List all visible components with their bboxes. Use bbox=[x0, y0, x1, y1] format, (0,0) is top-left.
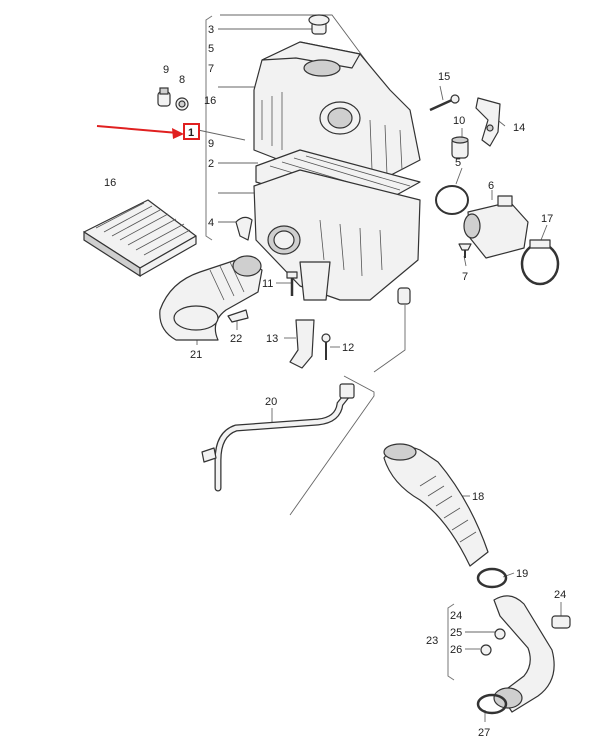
bolt-25 bbox=[494, 628, 506, 640]
grommet-9 bbox=[157, 87, 171, 107]
callout-16: 16 bbox=[104, 177, 116, 189]
screw-7 bbox=[458, 243, 472, 258]
callout-12: 12 bbox=[342, 342, 354, 354]
highlight-arrow bbox=[96, 125, 184, 139]
mount-clip-4 bbox=[235, 216, 253, 241]
screw-15 bbox=[429, 94, 460, 112]
highlight-box bbox=[183, 123, 200, 140]
hose-clamp-19 bbox=[476, 567, 508, 589]
callout-7: 7 bbox=[208, 63, 214, 75]
callout-27: 27 bbox=[478, 727, 490, 739]
callout-labels: 3 5 7 16 1 9 2 4 9 8 16 15 14 10 5 6 17 … bbox=[104, 24, 566, 739]
group-bracket-lower bbox=[447, 603, 455, 681]
cap-8 bbox=[175, 97, 189, 111]
callout-13: 13 bbox=[266, 333, 278, 345]
vent-pipe-20 bbox=[201, 383, 355, 492]
bolt-26 bbox=[480, 644, 492, 656]
bracket-14 bbox=[475, 97, 501, 147]
bolt-11 bbox=[286, 271, 298, 296]
hose-clamp-27 bbox=[476, 693, 508, 715]
air-filter-element bbox=[83, 199, 197, 278]
callout-3: 3 bbox=[208, 24, 214, 36]
callout-18: 18 bbox=[472, 491, 484, 503]
elbow-pipe-24 bbox=[493, 595, 571, 713]
callout-5: 5 bbox=[208, 43, 214, 55]
callout-24: 24 bbox=[450, 610, 462, 622]
callout-7: 7 bbox=[462, 271, 468, 283]
callout-10: 10 bbox=[453, 115, 465, 127]
callout-16: 16 bbox=[204, 95, 216, 107]
air-box-lower-housing bbox=[253, 169, 421, 305]
group-bracket-upper bbox=[205, 15, 213, 241]
hose-clamp-17 bbox=[520, 239, 560, 286]
callout-9: 9 bbox=[208, 138, 214, 150]
bolt-12 bbox=[321, 333, 331, 360]
o-ring-5 bbox=[435, 185, 469, 215]
grommet-10 bbox=[451, 136, 469, 159]
callout-1: 1 bbox=[188, 127, 194, 139]
callout-15: 15 bbox=[438, 71, 450, 83]
callout-6: 6 bbox=[488, 180, 494, 192]
callout-8: 8 bbox=[179, 74, 185, 86]
callout-20: 20 bbox=[265, 396, 277, 408]
callout-11: 11 bbox=[262, 278, 273, 290]
callout-25: 25 bbox=[450, 627, 462, 639]
intake-duct-21 bbox=[159, 255, 263, 341]
callout-23: 23 bbox=[426, 635, 438, 647]
callout-19: 19 bbox=[516, 568, 528, 580]
callout-22: 22 bbox=[230, 333, 242, 345]
clip-22 bbox=[227, 309, 249, 323]
callout-21: 21 bbox=[190, 349, 202, 361]
callout-24: 24 bbox=[554, 589, 566, 601]
callout-17: 17 bbox=[541, 213, 553, 225]
callout-4: 4 bbox=[208, 217, 214, 229]
callout-14: 14 bbox=[513, 122, 525, 134]
air-hose-18 bbox=[383, 443, 489, 567]
callout-26: 26 bbox=[450, 644, 462, 656]
air-box-upper-housing bbox=[253, 14, 421, 191]
callout-9: 9 bbox=[163, 64, 169, 76]
bracket-13 bbox=[289, 319, 315, 369]
air-mass-meter-6 bbox=[463, 195, 529, 259]
callout-2: 2 bbox=[208, 158, 214, 170]
callout-5: 5 bbox=[455, 157, 461, 169]
